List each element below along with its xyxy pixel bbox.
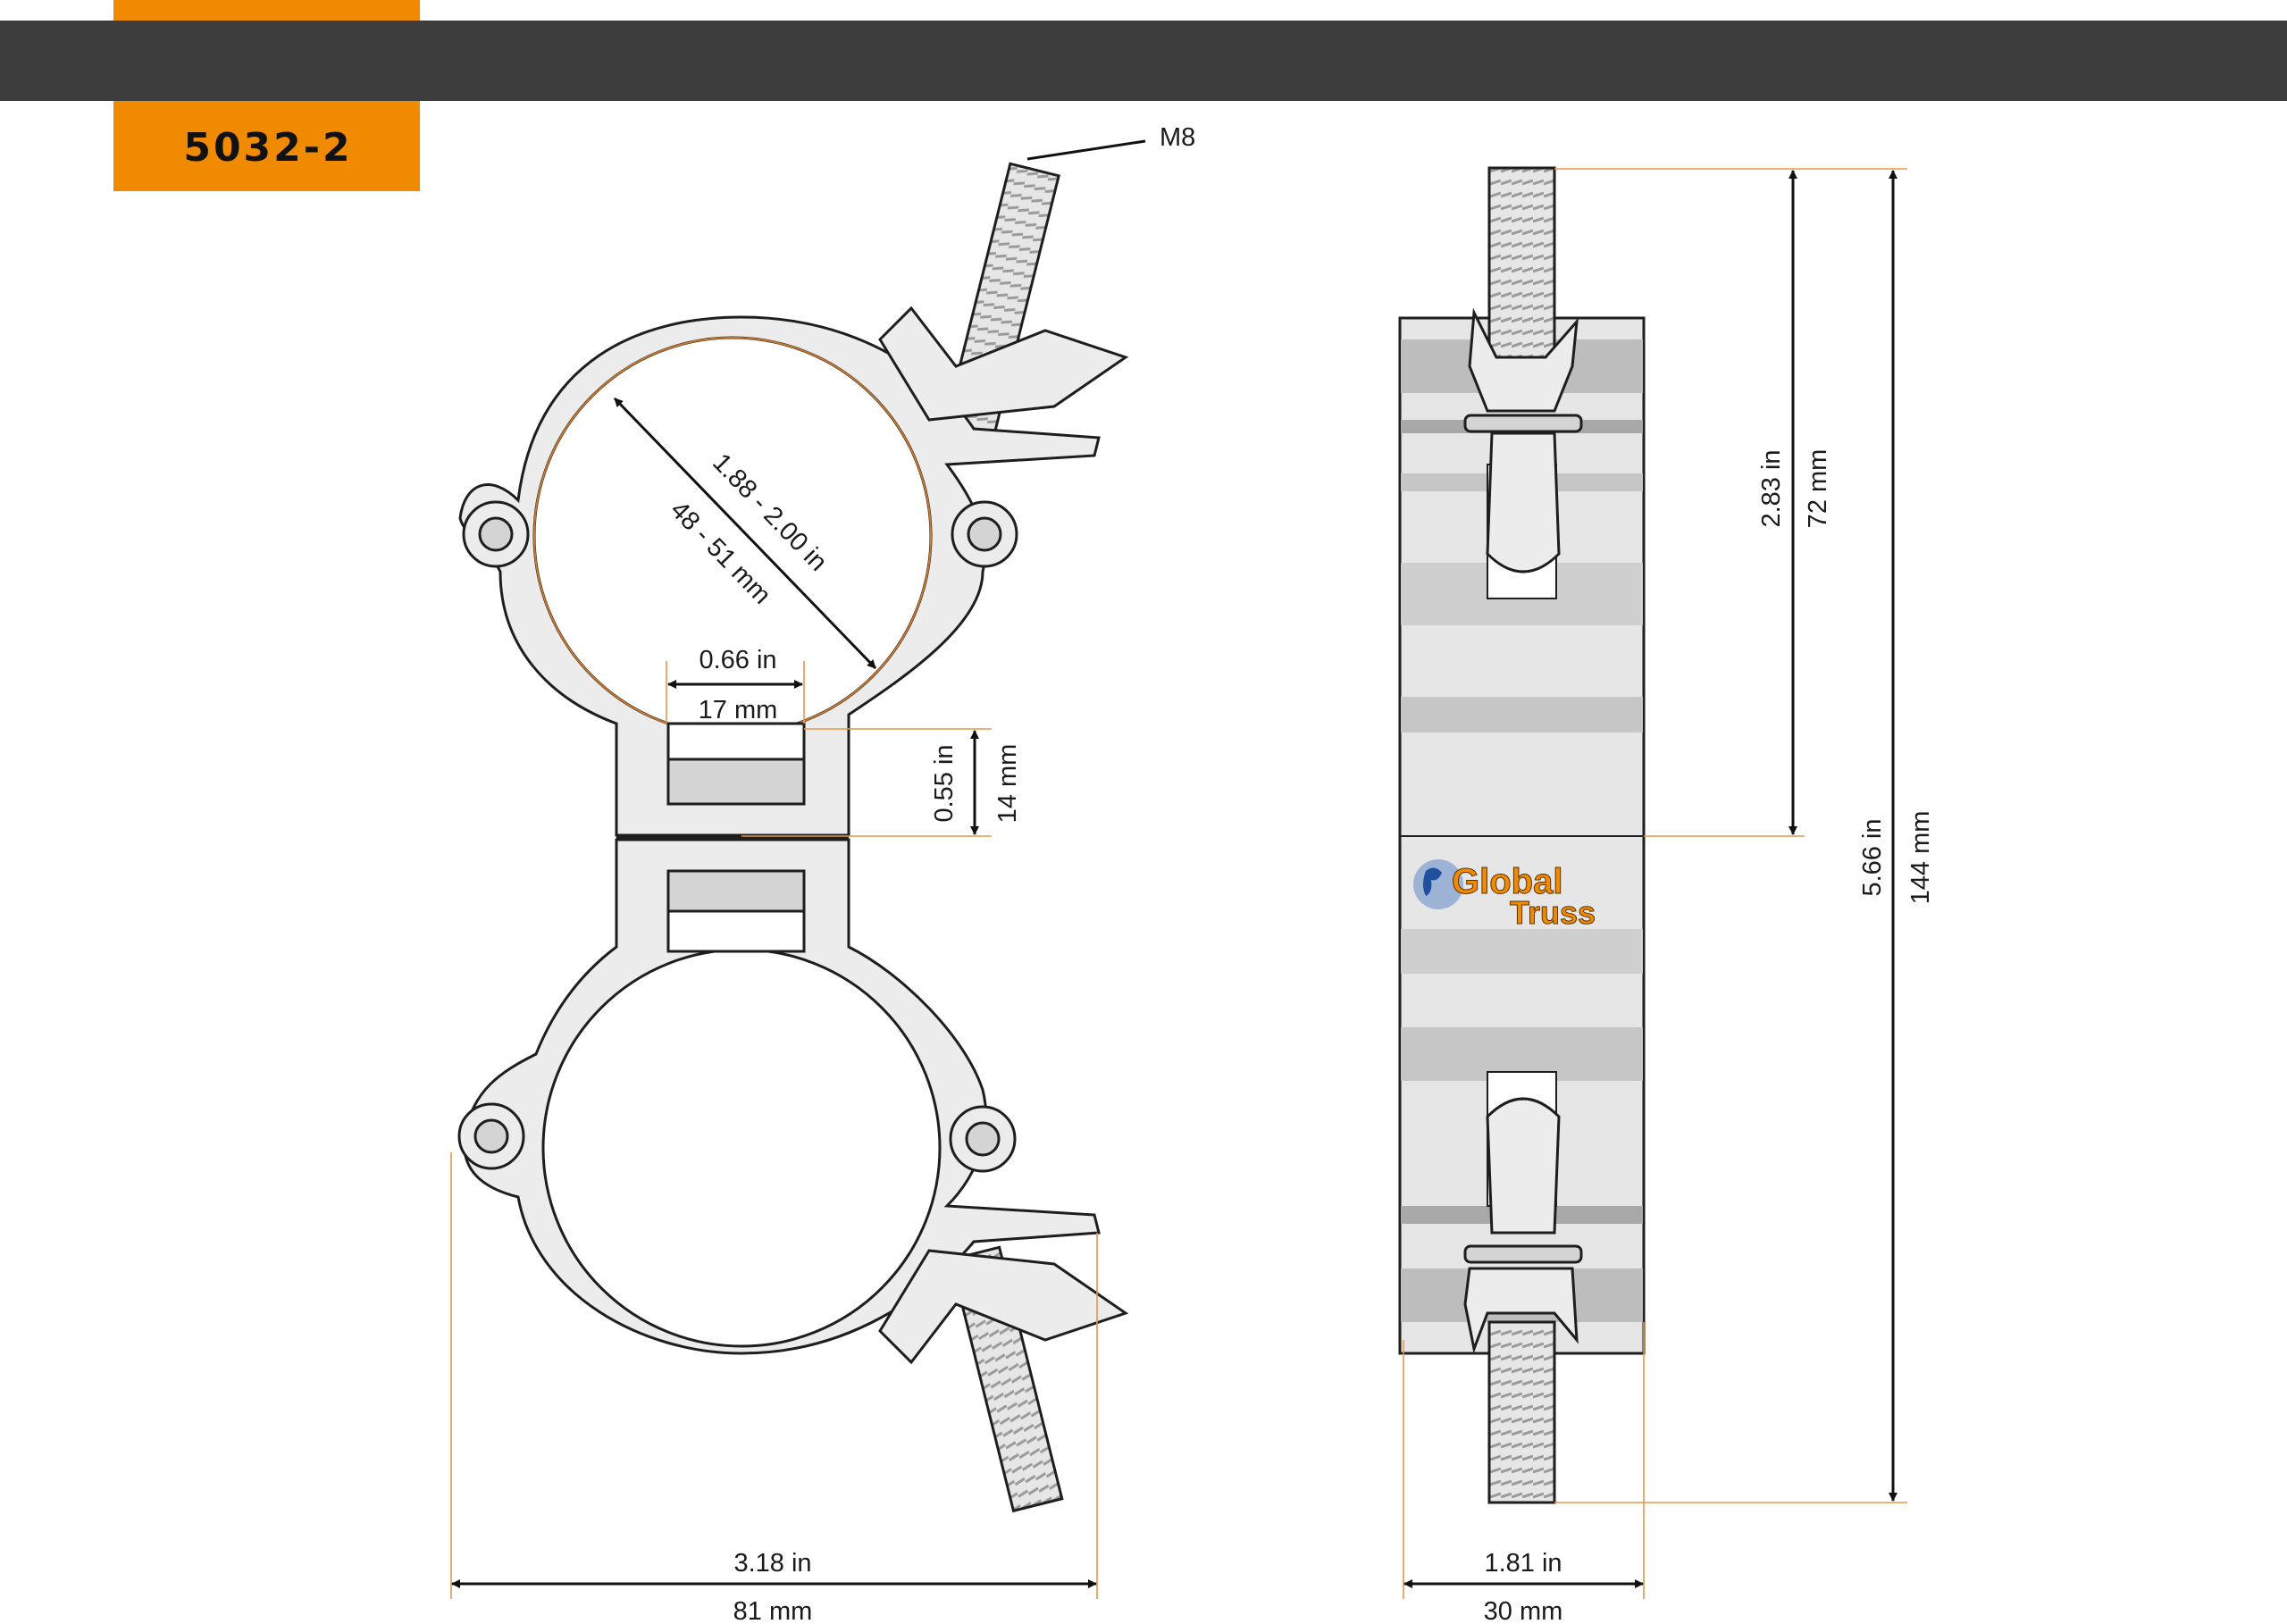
width-in: 3.18 in — [733, 1549, 811, 1578]
depth-mm: 30 mm — [1484, 1597, 1563, 1624]
opening-in: 0.66 in — [699, 646, 776, 674]
extension-lines — [450, 168, 1907, 1599]
half-height-mm: 72 mm — [1804, 449, 1832, 529]
global-truss-logo: Global Truss — [1413, 859, 1596, 932]
width-mm: 81 mm — [733, 1597, 813, 1624]
thread-leader-line — [1026, 139, 1146, 161]
depth-in: 1.81 in — [1484, 1549, 1562, 1578]
wing-nut-upper — [878, 306, 1129, 422]
svg-text:Global: Global — [1452, 862, 1562, 901]
tube-diameter-arrow — [613, 397, 877, 670]
opening-mm: 17 mm — [699, 696, 778, 724]
height-in: 5.66 in — [1858, 818, 1887, 896]
bolt-top-side — [1487, 166, 1556, 375]
clamp-side-view: Global Truss — [1398, 166, 1646, 1504]
part-number: 5032-2 — [183, 125, 352, 171]
wing-nut-top-side — [1468, 307, 1579, 413]
half-height-in: 2.83 in — [1757, 449, 1786, 527]
neck-mm: 14 mm — [993, 744, 1022, 824]
height-mm: 144 mm — [1906, 811, 1935, 905]
bolt-bottom-side — [1487, 1320, 1556, 1504]
svg-text:Truss: Truss — [1510, 894, 1596, 931]
clamp-front-view — [457, 162, 1129, 1513]
wing-nut-lower — [878, 1249, 1129, 1365]
wing-nut-bottom-side — [1463, 1267, 1579, 1354]
neck-in: 0.55 in — [930, 744, 959, 822]
header-bar — [0, 21, 2287, 101]
thread-label: M8 — [1160, 123, 1195, 152]
